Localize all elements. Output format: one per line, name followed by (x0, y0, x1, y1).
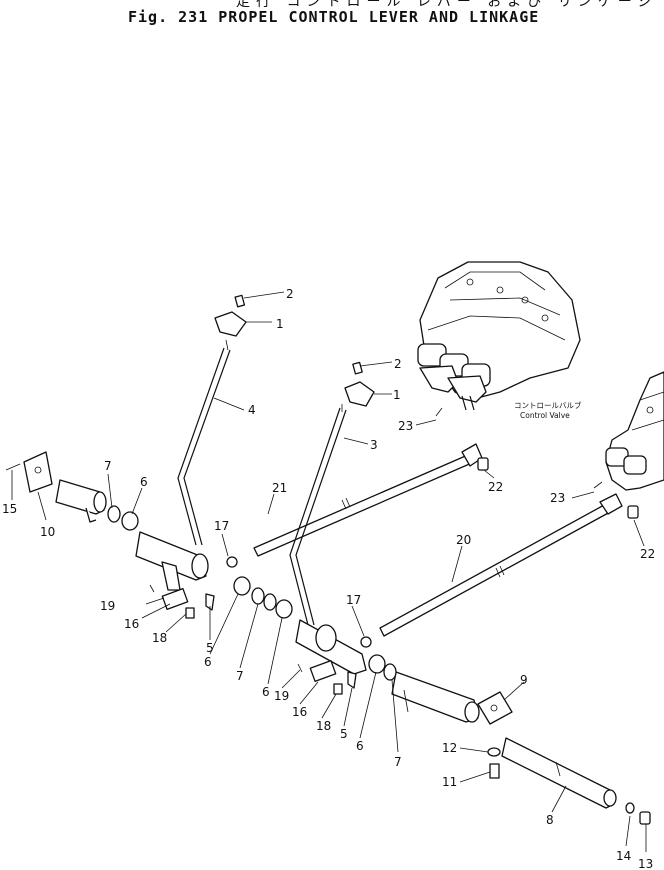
lower-right-assembly (477, 691, 651, 825)
callout-19: 19 (274, 689, 289, 703)
callout-23: 23 (550, 491, 565, 505)
callout-7: 7 (104, 459, 112, 473)
callout-17: 17 (346, 593, 361, 607)
figure-title-japanese: 走行 コントロール レバー および リンケージ (236, 0, 658, 10)
callout-5: 5 (206, 641, 214, 655)
leader-lines (11, 291, 647, 852)
lever-3 (289, 361, 375, 626)
callout-5: 5 (340, 727, 348, 741)
callout-2: 2 (394, 357, 402, 371)
callout-22: 22 (488, 480, 503, 494)
callout-numbers: 2 1 4 2 1 3 23 22 21 23 22 20 15 10 7 6 … (2, 287, 655, 870)
callout-6: 6 (356, 739, 364, 753)
bushings-and-washers (107, 505, 397, 681)
callout-6: 6 (140, 475, 148, 489)
callout-14: 14 (616, 849, 631, 863)
callout-4: 4 (248, 403, 256, 417)
callout-9: 9 (520, 673, 528, 687)
callout-22: 22 (640, 547, 655, 561)
callout-1: 1 (393, 388, 401, 402)
callout-21: 21 (272, 481, 287, 495)
callout-10: 10 (40, 525, 55, 539)
callout-6: 6 (204, 655, 212, 669)
callout-16: 16 (292, 705, 307, 719)
control-valve-upper (417, 261, 581, 411)
control-valve-right (605, 371, 664, 491)
callout-18: 18 (316, 719, 331, 733)
callout-19: 19 (100, 599, 115, 613)
control-valve-label-jp: コントロールバルブ (514, 400, 582, 410)
callout-12: 12 (442, 741, 457, 755)
left-shaft-assembly (5, 451, 209, 591)
grease-fittings-and-bolts (185, 407, 639, 695)
callout-6: 6 (262, 685, 270, 699)
control-valve-label: Control Valve (520, 411, 570, 420)
control-valve-annotation: コントロールバルブ Control Valve (514, 400, 582, 420)
lever-4 (177, 294, 247, 546)
callout-11: 11 (442, 775, 457, 789)
callout-1: 1 (276, 317, 284, 331)
clevis-blocks (149, 584, 337, 682)
callout-2: 2 (286, 287, 294, 301)
callout-7: 7 (394, 755, 402, 769)
figure-title: Fig. 231 PROPEL CONTROL LEVER AND LINKAG… (128, 8, 540, 26)
callout-16: 16 (124, 617, 139, 631)
callout-17: 17 (214, 519, 229, 533)
callout-18: 18 (152, 631, 167, 645)
rod-20 (379, 493, 623, 637)
callout-3: 3 (370, 438, 378, 452)
rod-21 (253, 443, 483, 557)
callout-23: 23 (398, 419, 413, 433)
callout-7: 7 (236, 669, 244, 683)
callout-20: 20 (456, 533, 471, 547)
callout-13: 13 (638, 857, 653, 870)
callout-8: 8 (546, 813, 554, 827)
callout-15: 15 (2, 502, 17, 516)
